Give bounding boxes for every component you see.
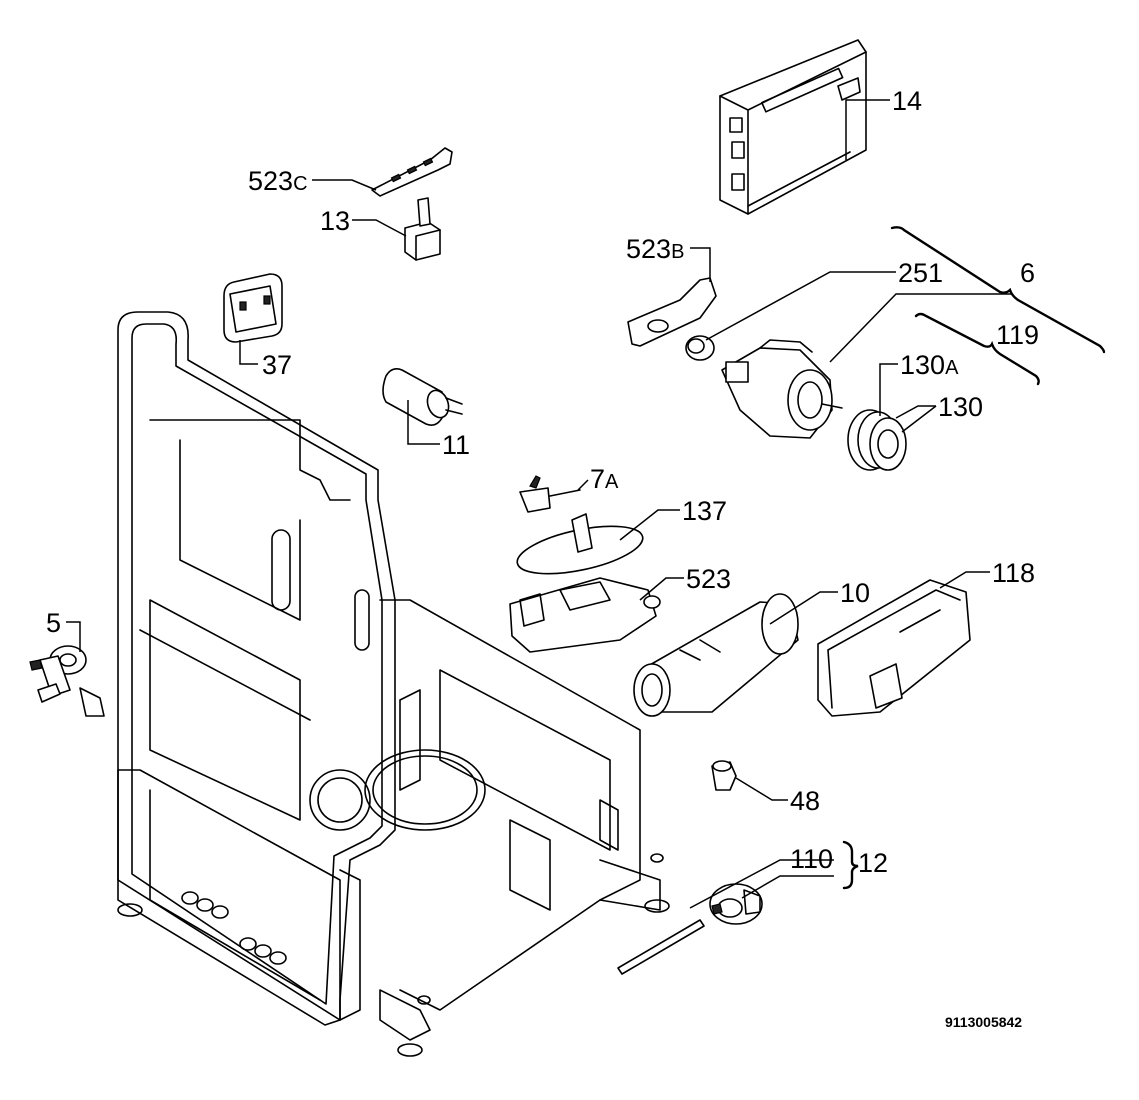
label-523c: 523C — [248, 166, 308, 196]
part-130-impeller — [847, 409, 907, 471]
part-523-housing — [509, 577, 661, 653]
part-118-distributor — [817, 579, 971, 717]
label-6: 6 — [1020, 258, 1035, 288]
label-7a: 7A — [590, 464, 619, 494]
callout-labels: 523C 13 37 11 14 523B 251 6 119 130A 130… — [46, 86, 1039, 1030]
braces — [842, 226, 1106, 890]
label-110: 110 — [790, 844, 833, 874]
part-6-pump-motor — [721, 339, 843, 439]
label-523b: 523B — [626, 234, 684, 264]
label-37: 37 — [262, 350, 292, 380]
brace-119 — [914, 312, 1040, 386]
label-523: 523 — [686, 564, 731, 594]
leader-lines — [66, 99, 1012, 909]
part-10-heater — [633, 593, 799, 717]
document-number: 9113005842 — [945, 1014, 1022, 1030]
part-13-switch — [404, 197, 441, 261]
label-12: 12 — [858, 848, 888, 878]
label-130a: 130A — [900, 350, 959, 380]
part-251-grommet — [685, 335, 715, 361]
label-251: 251 — [898, 258, 943, 288]
label-13: 13 — [320, 206, 350, 236]
brace-6 — [890, 226, 1106, 354]
part-137-cover — [516, 513, 644, 575]
label-5: 5 — [46, 608, 61, 638]
part-5-valve — [29, 645, 105, 717]
dishwasher-frame — [117, 311, 670, 1057]
label-119: 119 — [996, 320, 1039, 350]
brace-12 — [842, 840, 859, 890]
label-11: 11 — [442, 430, 470, 460]
label-10: 10 — [840, 578, 870, 608]
part-48-plug — [711, 760, 737, 791]
label-14: 14 — [892, 86, 922, 116]
part-12-pressure-switch — [617, 883, 763, 975]
part-523c-bracket — [371, 147, 453, 197]
part-37-box — [223, 273, 283, 343]
label-48: 48 — [790, 786, 820, 816]
part-523b-bracket — [627, 277, 717, 347]
label-118: 118 — [992, 558, 1035, 588]
label-130: 130 — [938, 392, 983, 422]
part-7a-float — [519, 475, 581, 513]
label-137: 137 — [682, 496, 727, 526]
part-14-control-module — [719, 39, 867, 215]
part-11-capacitor — [382, 368, 463, 426]
